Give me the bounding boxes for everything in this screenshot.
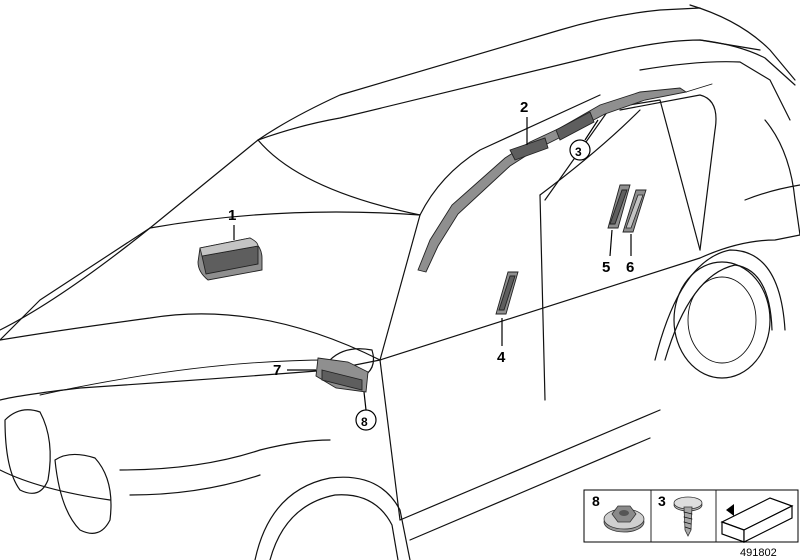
part-4-side-airbag-front	[495, 271, 519, 315]
callout-5: 5	[602, 229, 613, 276]
callout-label-3: 3	[575, 145, 582, 159]
legend-item-screw: 3	[658, 493, 703, 537]
callout-label-8: 8	[361, 415, 368, 429]
nut-icon	[603, 505, 645, 533]
callout-label-2: 2	[520, 99, 528, 116]
panel-symbol-icon	[720, 497, 794, 543]
callout-label-5: 5	[602, 259, 610, 276]
diagram-id: 491802	[740, 547, 777, 559]
part-1-passenger-airbag	[197, 237, 263, 281]
car-body-outline	[0, 4, 800, 560]
callout-6: 6	[626, 234, 634, 276]
callout-3: 3	[569, 119, 599, 161]
part-6-side-airbag-rear-2	[622, 189, 647, 233]
callout-8: 8	[355, 391, 377, 431]
callout-label-4: 4	[497, 349, 506, 366]
part-2-head-airbag-curtain	[417, 83, 713, 273]
fastener-legend: 8 3	[583, 489, 799, 543]
callout-label-1: 1	[228, 207, 236, 224]
screw-icon	[673, 496, 703, 537]
legend-number-3: 3	[658, 493, 666, 509]
part-7-knee-airbag	[315, 357, 369, 393]
callout-1: 1	[228, 207, 236, 240]
legend-item-nut: 8	[592, 493, 645, 533]
callout-label-6: 6	[626, 259, 634, 276]
callout-2: 2	[520, 99, 528, 145]
legend-number-8: 8	[592, 493, 600, 509]
callout-label-7: 7	[273, 362, 281, 379]
callout-7: 7	[273, 362, 316, 379]
part-5-side-airbag-rear	[607, 184, 631, 229]
callout-4: 4	[497, 318, 506, 366]
